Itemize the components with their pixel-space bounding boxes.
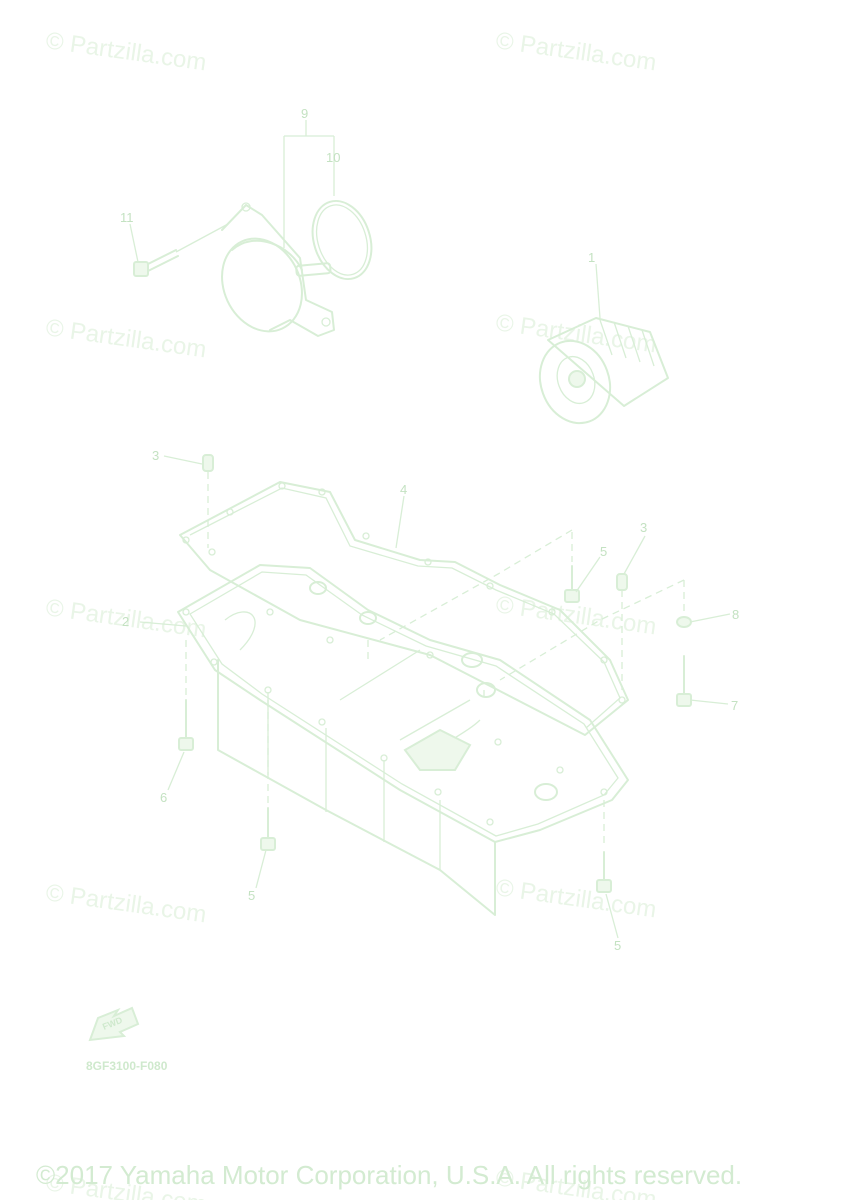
oil-filter-thread — [568, 370, 586, 388]
oil-filter-seal — [556, 355, 596, 405]
callout-4: 4 — [400, 482, 407, 497]
gasket-bolt-holes — [182, 482, 626, 704]
oil-pan-boss — [309, 581, 327, 595]
fwd-arrow-icon: FWD — [88, 1006, 140, 1042]
callout-9: 9 — [301, 106, 308, 121]
bolt-head — [133, 261, 149, 277]
callout-3: 3 — [152, 448, 159, 463]
oil-pan-baffle — [403, 728, 472, 771]
callout-3: 3 — [640, 520, 647, 535]
oil-pan-flange-inner — [189, 571, 619, 837]
mount-hole — [321, 317, 331, 327]
oil-cooler-union — [295, 262, 332, 277]
dowel-pin — [616, 573, 628, 591]
callout-8: 8 — [732, 607, 739, 622]
bolt-head — [564, 589, 580, 603]
oil-pan-boss — [359, 611, 377, 625]
oil-filter-face — [538, 339, 612, 425]
bolt-axis — [175, 223, 229, 253]
oil-pan-bolt-holes — [182, 608, 608, 826]
watermark: © Partzilla.com — [494, 27, 658, 76]
oil-pan-boss — [461, 652, 483, 668]
oil-pan-boss — [476, 682, 496, 698]
watermark: © Partzilla.com — [494, 874, 658, 923]
copyright-notice: ©2017 Yamaha Motor Corporation, U.S.A. A… — [36, 1160, 743, 1190]
oil-pan-sump — [217, 659, 496, 916]
oil-pan-interior — [224, 611, 481, 761]
dowel-pin — [202, 454, 214, 472]
callout-6: 6 — [160, 790, 167, 805]
leader-lines — [129, 120, 731, 939]
callouts: 1 2 3 3 4 5 5 5 6 7 8 9 10 11 — [120, 106, 739, 953]
oil-pan-ribs — [267, 692, 441, 870]
callout-5: 5 — [614, 938, 621, 953]
washer — [676, 616, 692, 628]
callout-5: 5 — [600, 544, 607, 559]
bolt-head — [676, 693, 692, 707]
oil-filter — [538, 317, 669, 425]
oil-cooler-assembly — [133, 199, 373, 337]
watermark: © Partzilla.com — [44, 879, 208, 928]
bolts — [178, 532, 692, 893]
oil-pan-gasket — [179, 481, 629, 736]
gasket-inner — [189, 487, 621, 729]
oil-cooler-rim — [231, 239, 303, 271]
o-ring — [311, 199, 373, 281]
watermark: © Partzilla.com — [44, 27, 208, 76]
callout-11: 11 — [120, 210, 134, 225]
fwd-arrow-shape — [88, 1006, 140, 1042]
diagram-code: 8GF3100-F080 — [86, 1059, 168, 1073]
watermark: © Partzilla.com — [44, 314, 208, 363]
watermark: © Partzilla.com — [494, 309, 658, 358]
bolt-head — [596, 879, 612, 893]
callout-2: 2 — [122, 614, 129, 629]
callout-1: 1 — [588, 250, 595, 265]
o-ring-inner — [315, 204, 369, 276]
bolt-head — [260, 837, 276, 851]
callout-10: 10 — [326, 150, 340, 165]
bolt-head — [178, 737, 194, 751]
oil-filter-outline — [547, 317, 669, 407]
oil-pan-flange — [177, 564, 629, 843]
oil-cooler-bracket — [221, 204, 335, 337]
assembly-guide-lines — [367, 529, 685, 700]
drain-boss — [534, 783, 558, 801]
mount-hole — [241, 202, 251, 212]
callout-7: 7 — [731, 698, 738, 713]
callout-5: 5 — [248, 888, 255, 903]
oil-pan — [177, 564, 629, 916]
oil-filter-ribs — [599, 319, 655, 367]
gasket-outline — [179, 481, 629, 736]
